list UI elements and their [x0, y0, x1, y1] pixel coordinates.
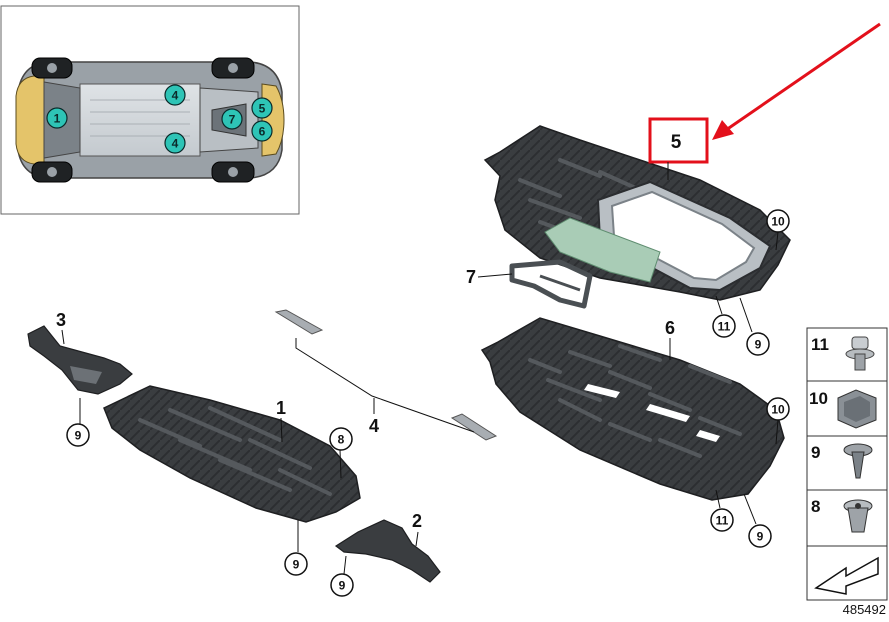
highlight-box-5	[648, 117, 709, 164]
svg-text:9: 9	[339, 579, 346, 593]
svg-text:9: 9	[757, 530, 764, 544]
vehicle-underside	[15, 57, 285, 183]
svg-text:9: 9	[75, 429, 82, 443]
svg-text:4: 4	[172, 137, 179, 151]
svg-text:5: 5	[259, 102, 266, 116]
callout-10-lower: 10	[766, 397, 790, 445]
part-7-bracket	[509, 259, 593, 309]
inset-marker-1: 1	[46, 107, 68, 129]
vehicle-overview-inset: 1 4 4 7 5 6	[0, 5, 300, 215]
part-label-6: 6	[665, 318, 675, 338]
part-label-1: 1	[276, 398, 286, 418]
part-6-rear-underbody-panel	[480, 317, 785, 501]
legend-label-9: 9	[811, 443, 820, 462]
callout-9-part-2: 9	[330, 555, 354, 597]
expansion-rivet-8-icon	[843, 499, 873, 533]
reference-number: 485492	[843, 602, 886, 617]
svg-text:11: 11	[718, 320, 731, 334]
direction-arrow-icon	[814, 556, 879, 595]
svg-text:9: 9	[755, 338, 762, 352]
leader-7	[477, 273, 513, 278]
inset-marker-7: 7	[221, 108, 243, 130]
legend-label-8: 8	[811, 497, 820, 516]
part-label-7: 7	[466, 267, 476, 287]
callout-9-lower-right: 9	[743, 493, 772, 548]
svg-text:4: 4	[172, 89, 179, 103]
part-label-4: 4	[369, 416, 379, 436]
part-5-rear-underbody-panel	[483, 125, 791, 301]
callout-11-lower: 11	[710, 489, 734, 532]
leader-1	[280, 417, 283, 443]
leader-3	[61, 329, 65, 345]
part-label-2: 2	[412, 511, 422, 531]
screw-9-icon	[843, 443, 873, 479]
callout-11-upper: 11	[712, 295, 736, 338]
inset-marker-4-bottom: 4	[164, 132, 186, 154]
part-4-strips	[274, 309, 498, 441]
nut-10-icon	[837, 389, 877, 429]
svg-text:7: 7	[229, 113, 236, 127]
callout-9-part-1: 9	[284, 520, 308, 576]
callout-9-upper: 9	[739, 297, 770, 356]
inset-marker-4-top: 4	[164, 84, 186, 106]
legend-label-10: 10	[809, 389, 828, 408]
part-label-3: 3	[56, 310, 66, 330]
svg-text:10: 10	[771, 403, 785, 417]
svg-text:9: 9	[293, 558, 300, 572]
part-2-air-deflector	[334, 519, 441, 583]
svg-text:8: 8	[338, 433, 345, 447]
svg-text:1: 1	[54, 112, 61, 126]
fastener-legend: 11 10 9 8	[806, 327, 888, 601]
legend-label-11: 11	[811, 335, 829, 354]
clip-11-icon	[845, 336, 875, 371]
svg-text:10: 10	[771, 215, 785, 229]
svg-text:11: 11	[716, 514, 729, 528]
inset-marker-5: 5	[251, 97, 273, 119]
callout-9-part-3: 9	[66, 398, 90, 447]
inset-marker-6: 6	[251, 120, 273, 142]
callout-8: 8	[329, 427, 353, 479]
part-3-air-deflector	[27, 325, 133, 395]
pointer-arrow	[712, 22, 881, 140]
part-1-underbody-panel	[103, 385, 361, 523]
callout-10-upper: 10	[766, 209, 790, 251]
leader-2	[415, 531, 419, 547]
part-label-5: 5	[671, 132, 682, 153]
svg-text:6: 6	[259, 125, 266, 139]
